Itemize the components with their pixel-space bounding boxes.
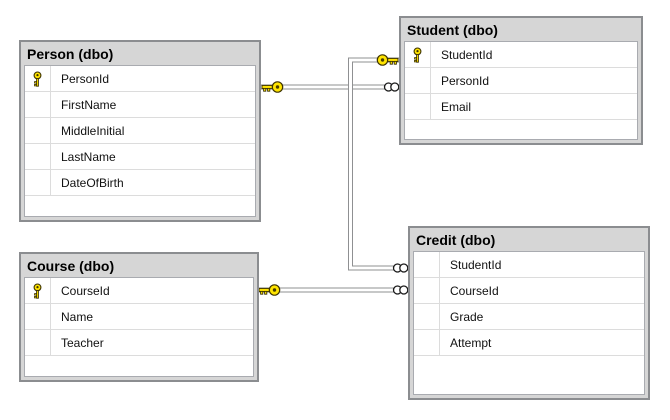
column-row[interactable]: StudentId — [405, 42, 637, 68]
column-name: PersonId — [61, 71, 110, 86]
infinity-connector-icon — [392, 285, 409, 295]
pk-cell — [405, 68, 431, 93]
pk-cell — [25, 118, 51, 143]
primary-key-icon — [33, 70, 42, 87]
column-name: LastName — [61, 149, 116, 164]
primary-key-icon — [33, 282, 42, 299]
column-name: MiddleInitial — [61, 123, 125, 138]
table-title: Person (dbo) — [27, 46, 114, 62]
table-title: Student (dbo) — [407, 22, 498, 38]
table-person-header[interactable]: Person (dbo) — [21, 42, 259, 65]
empty-row[interactable] — [405, 120, 637, 139]
table-title: Credit (dbo) — [416, 232, 496, 248]
column-name: Email — [441, 99, 472, 114]
pk-cell — [25, 66, 51, 91]
pk-cell — [414, 278, 440, 303]
pk-cell — [405, 42, 431, 67]
pk-cell — [25, 144, 51, 169]
pk-cell — [25, 304, 51, 329]
key-connector-icon — [376, 54, 399, 66]
column-row[interactable]: PersonId — [405, 68, 637, 94]
column-name: Attempt — [450, 335, 492, 350]
pk-cell — [405, 94, 431, 119]
column-name: CourseId — [61, 283, 110, 298]
column-row[interactable]: Attempt — [414, 330, 644, 356]
column-row[interactable]: CourseId — [414, 278, 644, 304]
key-connector-icon — [258, 284, 281, 296]
column-row[interactable]: Name — [25, 304, 253, 330]
column-row[interactable]: LastName — [25, 144, 255, 170]
pk-cell — [414, 252, 440, 277]
table-course: Course (dbo) CourseId Name — [19, 252, 259, 382]
column-row[interactable]: Teacher — [25, 330, 253, 356]
empty-row[interactable] — [25, 356, 253, 376]
column-row[interactable]: CourseId — [25, 278, 253, 304]
column-row[interactable]: StudentId — [414, 252, 644, 278]
pk-cell — [25, 92, 51, 117]
pk-cell — [25, 170, 51, 195]
pk-cell — [414, 304, 440, 329]
pk-cell — [25, 330, 51, 355]
primary-key-icon — [413, 46, 422, 63]
table-credit-header[interactable]: Credit (dbo) — [410, 228, 648, 251]
infinity-connector-icon — [383, 82, 400, 92]
table-person-grid: PersonId FirstName MiddleInitial LastNam… — [24, 65, 256, 217]
empty-row[interactable] — [414, 356, 644, 394]
table-title: Course (dbo) — [27, 258, 115, 274]
column-name: StudentId — [441, 47, 493, 62]
table-course-header[interactable]: Course (dbo) — [21, 254, 257, 277]
table-student: Student (dbo) StudentId PersonId — [399, 16, 643, 145]
column-name: Teacher — [61, 335, 104, 350]
column-name: FirstName — [61, 97, 117, 112]
column-row[interactable]: FirstName — [25, 92, 255, 118]
table-course-grid: CourseId Name Teacher — [24, 277, 254, 377]
column-name: StudentId — [450, 257, 502, 272]
column-name: DateOfBirth — [61, 175, 124, 190]
column-name: PersonId — [441, 73, 490, 88]
column-row[interactable]: Grade — [414, 304, 644, 330]
relationship-student-credit[interactable] — [348, 57, 409, 271]
table-credit-grid: StudentId CourseId Grade Attempt — [413, 251, 645, 395]
table-credit: Credit (dbo) StudentId CourseId Grade At… — [408, 226, 650, 400]
infinity-connector-icon — [392, 263, 409, 273]
column-row[interactable]: MiddleInitial — [25, 118, 255, 144]
column-row[interactable]: DateOfBirth — [25, 170, 255, 196]
key-connector-icon — [261, 81, 284, 93]
pk-cell — [414, 330, 440, 355]
column-name: Name — [61, 309, 94, 324]
table-person: Person (dbo) PersonId FirstName — [19, 40, 261, 222]
pk-cell — [25, 278, 51, 303]
table-student-header[interactable]: Student (dbo) — [401, 18, 641, 41]
table-student-grid: StudentId PersonId Email — [404, 41, 638, 140]
column-row[interactable]: Email — [405, 94, 637, 120]
column-name: Grade — [450, 309, 484, 324]
column-row[interactable]: PersonId — [25, 66, 255, 92]
column-name: CourseId — [450, 283, 499, 298]
empty-row[interactable] — [25, 196, 255, 216]
